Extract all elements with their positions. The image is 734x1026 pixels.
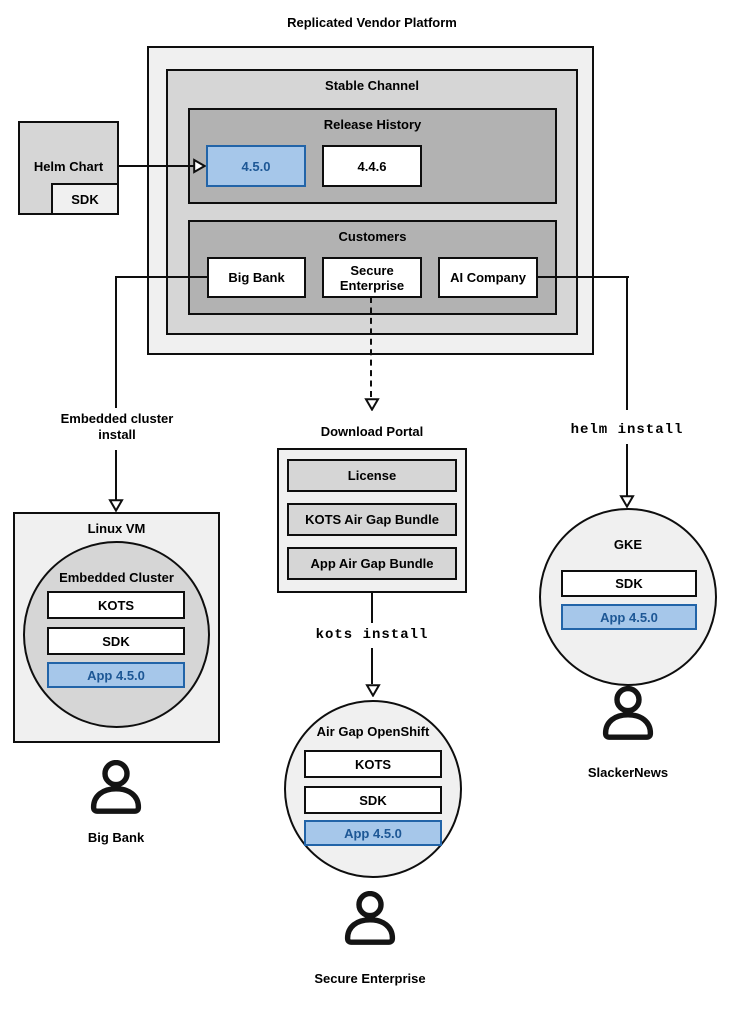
license-chip: License: [287, 459, 457, 492]
left-connector-vertical: [115, 276, 117, 408]
helm-arrow-line: [119, 165, 195, 167]
middle-sdk-chip: SDK: [304, 786, 442, 814]
left-app-chip: App 4.5.0: [47, 662, 185, 688]
helm-chart-label: Helm Chart: [33, 159, 104, 174]
airgap-openshift-label: Air Gap OpenShift: [316, 724, 430, 739]
person-icon: [88, 759, 144, 816]
middle-connector-vertical-2: [371, 648, 373, 684]
middle-kots-chip: KOTS: [304, 750, 442, 778]
customer-big-bank: Big Bank: [207, 257, 306, 298]
middle-dashed-connector: [370, 297, 372, 397]
arrowhead-down-icon: [108, 499, 124, 513]
gke-label: GKE: [613, 537, 643, 552]
app-airgap-bundle-chip: App Air Gap Bundle: [287, 547, 457, 580]
persona-big-bank-label: Big Bank: [87, 830, 145, 845]
helm-install-command: helm install: [570, 422, 684, 438]
right-sdk-chip: SDK: [561, 570, 697, 597]
helm-sdk-chip: SDK: [51, 183, 119, 215]
embedded-cluster-install-label: Embedded cluster install: [60, 411, 174, 442]
download-portal-label: Download Portal: [320, 424, 424, 439]
left-sdk-chip: SDK: [47, 627, 185, 655]
customers-label: Customers: [338, 229, 407, 244]
right-connector-vertical-2: [626, 444, 628, 496]
embedded-cluster-label: Embedded Cluster: [59, 570, 174, 585]
left-connector-vertical-2: [115, 450, 117, 500]
diagram-title: Replicated Vendor Platform: [287, 15, 457, 30]
stable-channel-label: Stable Channel: [325, 78, 419, 93]
middle-connector-vertical: [371, 593, 373, 623]
arrowhead-down-icon: [365, 684, 381, 698]
arrowhead-down-icon: [619, 495, 635, 509]
person-icon: [342, 890, 398, 947]
release-4-5-0: 4.5.0: [206, 145, 306, 187]
linux-vm-label: Linux VM: [87, 521, 146, 536]
persona-secure-enterprise-label: Secure Enterprise: [314, 971, 426, 986]
release-history-label: Release History: [323, 117, 422, 132]
person-icon: [600, 685, 656, 742]
gke-circle: [539, 508, 717, 686]
arrowhead-down-icon: [364, 398, 380, 412]
right-connector-horizontal: [538, 276, 629, 278]
kots-airgap-bundle-chip: KOTS Air Gap Bundle: [287, 503, 457, 536]
arrowhead-right-icon: [193, 158, 207, 174]
persona-slackernews-label: SlackerNews: [587, 765, 669, 780]
left-kots-chip: KOTS: [47, 591, 185, 619]
right-connector-vertical: [626, 276, 628, 410]
kots-install-command: kots install: [315, 627, 429, 643]
customer-secure-enterprise: Secure Enterprise: [322, 257, 422, 298]
release-4-4-6: 4.4.6: [322, 145, 422, 187]
middle-app-chip: App 4.5.0: [304, 820, 442, 846]
right-app-chip: App 4.5.0: [561, 604, 697, 630]
left-connector-horizontal: [116, 276, 207, 278]
customer-ai-company: AI Company: [438, 257, 538, 298]
